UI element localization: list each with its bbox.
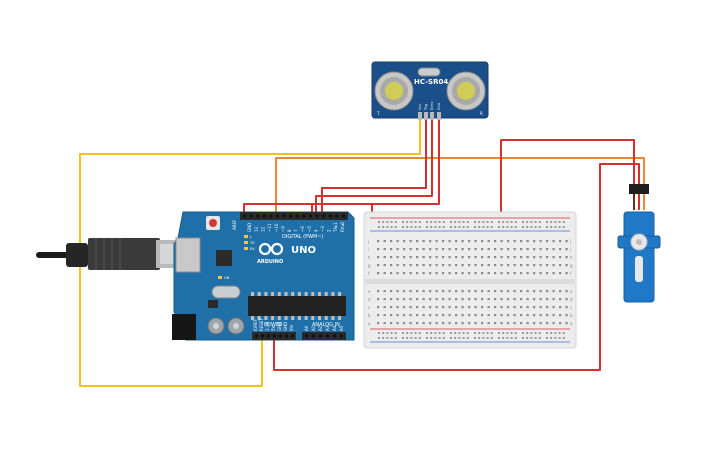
digital-pin-label: TX▸1 <box>333 222 338 233</box>
power-pin-label: GND <box>277 322 282 331</box>
usb-cable[interactable] <box>36 238 186 270</box>
digital-pin-label: ~9 <box>280 226 285 232</box>
svg-text:RX: RX <box>250 247 255 251</box>
sensor-mark-t: T <box>376 111 380 116</box>
power-label: POWER <box>264 322 283 328</box>
svg-text:TX: TX <box>249 241 255 245</box>
sensor-label: HC-SR04 <box>414 78 448 86</box>
row-letter: i <box>570 247 571 252</box>
sensor-mark-r: R <box>480 111 483 116</box>
wire-orange-servo-signal[interactable] <box>275 157 645 212</box>
analog-header[interactable] <box>302 332 346 340</box>
digital-header[interactable] <box>240 212 348 220</box>
micro-servo[interactable] <box>617 184 661 303</box>
wire-red-echo[interactable] <box>315 118 433 212</box>
digital-pin-label: ~10 <box>274 223 279 232</box>
analog-pin-label: A5 <box>339 325 344 331</box>
servo-connector[interactable] <box>629 184 649 194</box>
digital-pin-label: RX◂0 <box>340 221 345 232</box>
wire-yellow-vcc[interactable] <box>79 118 421 387</box>
row-letter: i <box>368 247 369 252</box>
digital-pin-label: ~5 <box>307 226 312 232</box>
digital-pin-label: 7 <box>294 229 299 232</box>
svg-text:L: L <box>250 235 252 239</box>
digital-label: DIGITAL (PWM~) <box>282 234 324 240</box>
power-pin-label: GND <box>283 322 288 331</box>
digital-pin-label: ~11 <box>267 223 272 232</box>
analog-pin-label: A3 <box>325 325 330 331</box>
row-letter: f <box>368 271 370 276</box>
model-label: UNO <box>291 245 316 256</box>
digital-pin-label: ~3 <box>320 226 325 232</box>
digital-pin-label: ~6 <box>300 226 305 232</box>
row-letter: d <box>368 297 371 302</box>
wire-red-gnd[interactable] <box>311 118 440 212</box>
gnd-pin-label: GND <box>247 223 252 232</box>
row-letter: j <box>569 239 571 244</box>
power-jack <box>172 314 196 340</box>
sensor-pins[interactable] <box>418 112 441 120</box>
aref-label: AREF <box>232 219 237 230</box>
digital-pin-label: 2 <box>327 229 332 232</box>
atmega-chip <box>248 296 346 316</box>
wire-red-servo-vcc[interactable] <box>500 139 635 220</box>
row-letter: c <box>570 305 572 310</box>
sensor-pin-label: Echo <box>430 102 434 111</box>
row-letter: a <box>570 321 573 326</box>
row-letter: h <box>570 255 573 260</box>
analog-pin-label: A2 <box>318 325 323 331</box>
row-letter: h <box>368 255 371 260</box>
digital-pin-label: 12 <box>261 226 266 232</box>
row-letter: d <box>570 297 573 302</box>
sensor-pin-label: Vcc <box>418 104 422 110</box>
row-letter: b <box>368 313 371 318</box>
sensor-pin-label: Gnd <box>437 103 441 110</box>
analog-label: ANALOG IN <box>312 322 340 328</box>
analog-pin-label: A0 <box>304 325 309 331</box>
wire-red-servo-gnd[interactable] <box>273 163 640 371</box>
svg-text:ON: ON <box>224 276 230 280</box>
power-pin-label: 5V <box>271 325 276 331</box>
row-letter: e <box>570 289 573 294</box>
power-pin-label: Vin <box>289 324 294 331</box>
row-letter: b <box>570 313 573 318</box>
power-pin-label: 3.3V <box>265 322 270 331</box>
digital-pin-label: 8 <box>287 229 292 232</box>
row-letter: a <box>368 321 371 326</box>
arduino-logo <box>258 242 284 256</box>
digital-pin-label: 4 <box>313 229 318 232</box>
power-pin-label: IOREF <box>253 318 258 331</box>
sensor-pin-label: Trig <box>424 104 428 111</box>
row-letter: c <box>368 305 370 310</box>
status-leds: L TX RX ON <box>218 235 255 280</box>
row-letter: f <box>570 271 572 276</box>
analog-pin-label: A1 <box>311 325 316 331</box>
row-letter: g <box>570 263 573 268</box>
wires <box>79 118 645 387</box>
brand-label: ARDUINO <box>257 259 283 265</box>
analog-pin-label: A4 <box>332 325 337 331</box>
digital-pin-label: 13 <box>254 226 259 232</box>
wire-red-trig[interactable] <box>321 118 427 212</box>
power-pin-label: RESET <box>259 318 264 331</box>
row-letter: e <box>368 289 371 294</box>
row-letter: g <box>368 263 371 268</box>
row-letter: j <box>367 239 369 244</box>
